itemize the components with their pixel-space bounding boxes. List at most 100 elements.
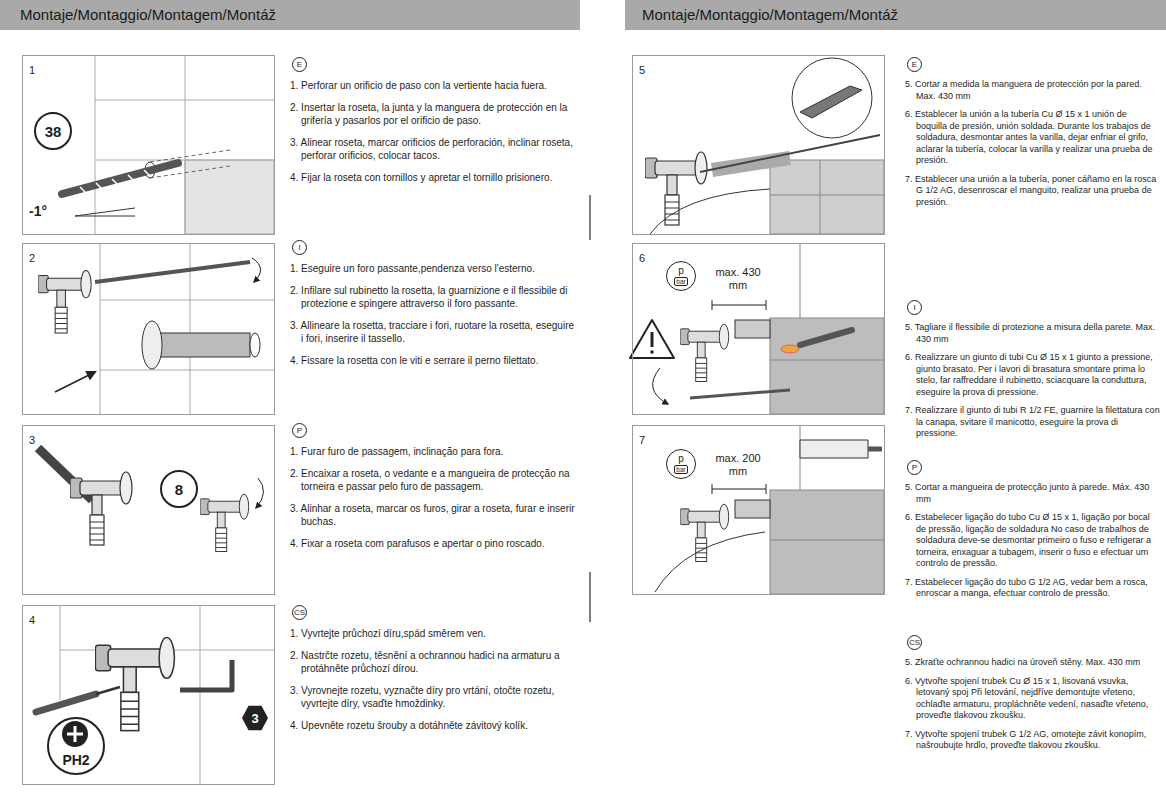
instruction-step: 3. Vyrovnejte rozetu, vyznačte díry pro … (290, 684, 575, 710)
instruction-step: 7. Estabelecer ligação do tubo G 1/2 AG,… (905, 577, 1160, 600)
dimension-bracket (712, 300, 766, 310)
size-callout: 8 (160, 470, 198, 508)
step-number: 3 (29, 434, 35, 446)
angle-mark (75, 208, 135, 216)
language-marker: I (907, 300, 922, 315)
instruction-block: I 1. Eseguire un foro passante,pendenza v… (290, 240, 575, 376)
instruction-step: 6. Establecer la unión a la tubería Cu Ø… (905, 109, 1160, 167)
instruction-step: 4. Fixar a roseta com parafusos e aperta… (290, 537, 575, 550)
header-band: Montaje/Montaggio/Montagem/Montáž (625, 0, 1166, 30)
instruction-block: P 5. Cortar a mangueira de protecção junt… (905, 460, 1160, 607)
step-number: 4 (29, 614, 35, 626)
instruction-block: CS1. Vyvrtejte průchozí díru,spád směrem… (290, 605, 575, 741)
pressure-gauge: pbar (666, 261, 696, 291)
language-marker: CS (292, 605, 307, 620)
header-band: Montaje/Montaggio/Montagem/Montáž (0, 0, 580, 30)
step-panel: 38 (22, 425, 275, 595)
instruction-block: E1. Perforar un orificio de paso con la … (290, 57, 575, 193)
valve-rod (653, 368, 668, 404)
step-panel: 5 (632, 55, 885, 235)
instruction-block: P1. Furar furo de passagem, inclinação p… (290, 423, 575, 559)
section-title: Montaje/Montaggio/Montagem/Montáž (642, 0, 1166, 30)
language-code: E (912, 59, 917, 71)
wall-block (770, 318, 884, 414)
instruction-step: 3. Alinear roseta, marcar orificios de p… (290, 136, 575, 162)
phillips-symbol (47, 717, 103, 773)
valve-rod (95, 258, 261, 282)
instruction-step: 6. Estabelecer ligação do tubo Cu Ø 15 x… (905, 512, 1160, 570)
gauge-text: p (678, 266, 684, 276)
drill-bit (62, 163, 178, 194)
angle-mark (75, 208, 135, 216)
protection-hose (700, 135, 880, 172)
instruction-step: 5. Cortar a mangueira de protecção junto… (905, 482, 1160, 505)
protection-hose (735, 320, 770, 338)
language-marker: CS (907, 635, 922, 650)
dimension-bracket (712, 300, 766, 310)
saw (800, 440, 868, 458)
language-code: P (912, 462, 917, 474)
gas-torch (800, 330, 852, 345)
protection-hose (650, 135, 880, 234)
faucet (680, 504, 729, 561)
instruction-step: 6. Realizzare un giunto di tubi Cu Ø 15 … (905, 352, 1160, 398)
step-panel: 4 3PH2 (22, 605, 275, 785)
step-number: 1 (29, 64, 35, 76)
language-marker: E (292, 57, 307, 72)
language-marker: P (292, 423, 307, 438)
tile-wall (95, 56, 274, 234)
language-marker: E (907, 57, 922, 72)
drill-bit (62, 163, 178, 194)
rosette-hose (142, 321, 162, 369)
knife-inset (792, 58, 872, 138)
push-arrow (55, 372, 95, 392)
wall-block (770, 244, 884, 414)
step-panel: 2 (22, 243, 275, 415)
step-number: 6 (639, 252, 645, 264)
instruction-step: 1. Eseguire un foro passante,pendenza ve… (290, 262, 575, 275)
phillips-symbol (67, 726, 83, 742)
warning-triangle (630, 320, 674, 358)
gauge-text: bar (674, 465, 687, 474)
faucet (38, 270, 91, 333)
faucet (200, 494, 249, 551)
protection-hose (735, 500, 770, 518)
valve-rod (653, 368, 790, 404)
instruction-step: 7. Vytvořte spojení trubek G 1/2 AG, omo… (905, 729, 1160, 752)
instruction-step: 4. Fijar la roseta con tornillos y apret… (290, 171, 575, 184)
instruction-step: 6. Vytvořte spojení trubek Cu Ø 15 x 1, … (905, 676, 1160, 722)
rotate-arrow (256, 478, 264, 508)
saw (800, 440, 882, 458)
instruction-step: 3. Allineare la rosetta, tracciare i for… (290, 319, 575, 345)
warning-triangle (650, 350, 654, 354)
instruction-step: 5. Tagliare il flessibile di protezione … (905, 322, 1160, 345)
hex-key-size: 3 (242, 705, 268, 731)
step-number: 7 (639, 434, 645, 446)
instruction-step: 7. Realizzare il giunto di tubi R 1/2 FE… (905, 405, 1160, 440)
language-code: E (297, 58, 302, 71)
dimension-bracket (712, 484, 766, 494)
language-marker: P (907, 460, 922, 475)
pencil (38, 448, 100, 508)
instruction-step: 2. Nastrčte rozetu, těsnění a ochrannou … (290, 649, 575, 675)
angle-label: -1° (28, 203, 48, 219)
gauge-text: bar (674, 277, 687, 286)
protection-hose (735, 320, 770, 338)
rosette-hose (250, 333, 260, 357)
size-callout: 38 (34, 112, 72, 150)
screwdriver (36, 687, 120, 712)
dimension-bracket (712, 484, 766, 494)
step-panel: 7pbar (632, 425, 885, 595)
callout-number: 3 (251, 711, 258, 726)
faucet (645, 152, 707, 225)
page-divider-mark (589, 195, 591, 622)
phillips-symbol (62, 721, 88, 747)
language-code: I (298, 241, 300, 254)
gas-torch (781, 330, 852, 353)
step-panel: 1 38 (22, 55, 275, 235)
section-title: Montaje/Montaggio/Montagem/Montáž (20, 0, 580, 30)
bit-name: PH2 (62, 752, 89, 768)
language-code: CS (294, 606, 305, 619)
screwdriver-bit: PH2 (47, 717, 105, 775)
